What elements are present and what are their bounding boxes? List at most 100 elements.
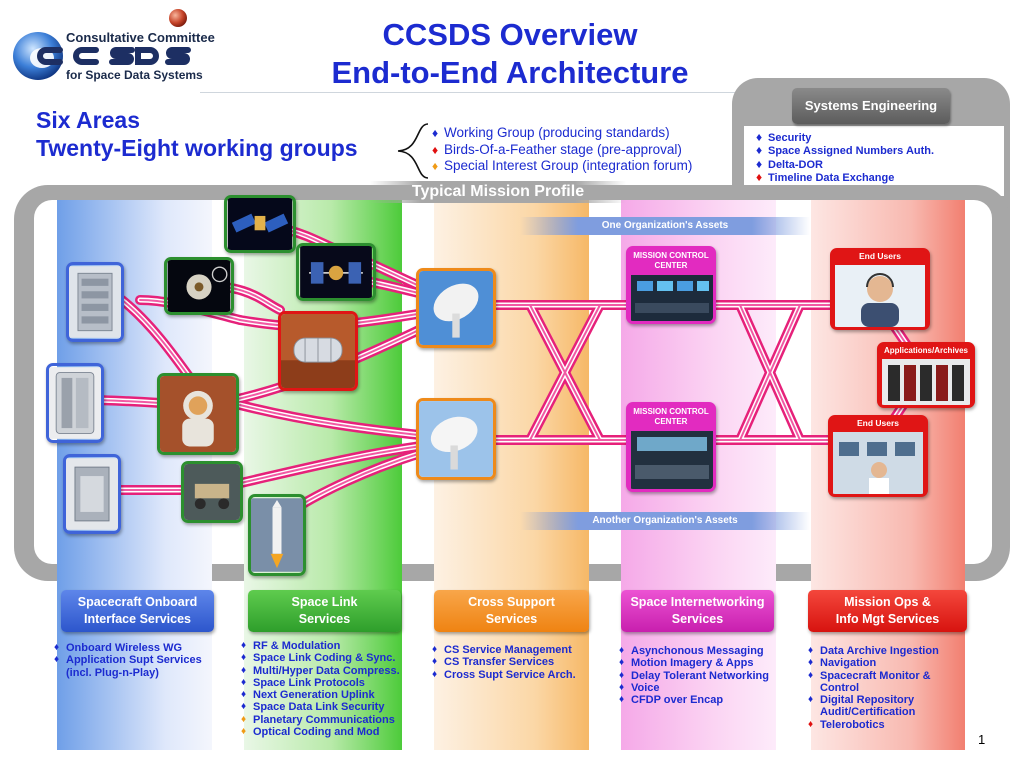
- working-group-item: ♦Data Archive Ingestion: [808, 645, 939, 657]
- area-button-space-link[interactable]: Space Link Services: [248, 590, 401, 632]
- astronaut-image: [157, 373, 239, 455]
- working-group-item: ♦ Navigation: [808, 657, 939, 669]
- diamond-bullet-icon: ♦: [619, 669, 625, 681]
- summary-line-1: Six Areas: [36, 107, 140, 133]
- legend-text: Special Interest Group (integration foru…: [444, 158, 693, 173]
- avionics-box-icon: [66, 458, 118, 530]
- working-group-item: ♦Motion Imagery & Apps: [619, 657, 769, 669]
- systems-engineering-list-background: [744, 126, 1004, 196]
- astronaut-icon: [160, 376, 236, 452]
- working-group-item: ♦Planetary Communications: [241, 714, 400, 726]
- lander-icon: [167, 260, 231, 312]
- working-group-item: ♦ Cross Supt Service Arch.: [432, 669, 576, 681]
- onboard-hardware-image-2: [46, 363, 104, 443]
- page-title: CCSDS Overview End-to-End Architecture: [280, 16, 740, 92]
- systems-engineering-item-text: Delta-DOR: [768, 158, 824, 171]
- working-group-text: Delay Tolerant Networking: [631, 669, 769, 682]
- diamond-bullet-icon: ♦: [241, 676, 247, 688]
- working-groups-list-space-link: ♦ RF & Modulation ♦ Space Link Coding & Syn…: [241, 640, 400, 738]
- working-group-item: ♦Digital Repository: [808, 694, 939, 706]
- satellite-icon: [227, 198, 293, 250]
- area-button-spacecraft-onboard[interactable]: Spacecraft Onboard Interface Services: [61, 590, 214, 632]
- working-group-text: CFDP over Encap: [631, 694, 724, 707]
- working-group-item: ♦ Space Link Protocols: [241, 677, 400, 689]
- working-group-item: ♦Telerobotics: [808, 719, 939, 731]
- avionics-box-icon: [69, 266, 121, 338]
- working-groups-list-mission-ops: ♦Data Archive Ingestion♦Navigation♦Space…: [808, 645, 939, 731]
- habitat-icon: [281, 314, 355, 388]
- working-group-item: Control: [808, 682, 939, 694]
- systems-engineering-item-text: Space Assigned Numbers Auth.: [768, 145, 935, 158]
- mission-profile-title: Typical Mission Profile: [370, 181, 626, 203]
- working-group-text: Asynchonous Messaging: [631, 645, 764, 657]
- legend-brace-icon: [397, 123, 429, 179]
- working-group-text: Space Link Protocols: [253, 676, 365, 689]
- working-group-text: (incl. Plug-n-Play): [66, 666, 159, 679]
- working-group-text: Data Archive Ingestion: [820, 645, 939, 657]
- person-with-headset-icon: [835, 265, 925, 327]
- diamond-bullet-icon: ♦: [756, 170, 763, 185]
- onboard-hardware-image-1: [66, 262, 124, 342]
- working-group-item: ♦Optical Coding and Mod: [241, 726, 400, 738]
- rover-icon: [184, 464, 240, 520]
- working-groups-list-cross-support: ♦CS Service Management♦CS Transfer Servi…: [432, 644, 576, 681]
- mcc-label-2: MISSION CONTROL CENTER: [633, 407, 709, 426]
- working-group-text: Spacecraft Monitor &: [820, 669, 931, 682]
- area-button-mission-ops[interactable]: Mission Ops & Info Mgt Services: [808, 590, 967, 632]
- systems-engineering-item-text: Security: [768, 132, 812, 144]
- systems-engineering-item: ♦ Space Assigned Numbers Auth.: [756, 144, 934, 157]
- working-groups-list-internetworking: ♦ Asynchonous Messaging♦Motion Imagery & …: [619, 645, 769, 706]
- diamond-bullet-icon: ♦: [619, 694, 625, 706]
- diamond-bullet-icon: ♦: [54, 642, 60, 653]
- diamond-bullet-icon: ♦: [808, 657, 814, 669]
- satellite-dish-icon: [419, 271, 493, 345]
- mcc-label-1: MISSION CONTROL CENTER: [633, 251, 709, 270]
- ground-antenna-image-2: [416, 398, 496, 480]
- working-group-item: ♦Space Data Link Security: [241, 701, 400, 713]
- systems-engineering-button[interactable]: Systems Engineering: [792, 88, 950, 124]
- area-label-line-2: Services: [298, 612, 351, 626]
- area-label-line-1: Cross Support: [468, 595, 555, 609]
- legend-item: ♦Special Interest Group (integration for…: [432, 158, 692, 175]
- working-group-item: ♦Application Supt Services: [54, 654, 202, 666]
- diamond-bullet-icon: ♦: [756, 130, 763, 144]
- working-group-item: (incl. Plug-n-Play): [54, 667, 202, 679]
- legend-text: Birds-Of-a-Feather stage (pre-approval): [444, 141, 682, 157]
- working-group-text: Application Supt Services: [66, 654, 202, 667]
- control-room-icon: [631, 431, 713, 489]
- diamond-bullet-icon: ♦: [619, 681, 625, 693]
- title-line-1: CCSDS Overview: [382, 17, 638, 52]
- systems-engineering-item-text: Timeline Data Exchange: [768, 172, 895, 185]
- applications-archives-label: Applications/Archives: [883, 346, 969, 355]
- area-button-cross-support[interactable]: Cross Support Services: [434, 590, 589, 632]
- diamond-bullet-icon: ♦: [808, 718, 814, 730]
- working-group-item: ♦ Delay Tolerant Networking: [619, 670, 769, 682]
- area-label-line-2: Services: [671, 612, 724, 626]
- working-group-text: Optical Coding and Mod: [253, 726, 380, 739]
- diamond-bullet-icon: ♦: [241, 701, 247, 713]
- working-group-text: CS Transfer Services: [444, 656, 555, 669]
- working-group-text: Digital Repository: [820, 694, 915, 707]
- working-group-text: Onboard Wireless WG: [66, 642, 183, 654]
- working-group-text: RF & Modulation: [253, 640, 341, 652]
- logo-line-1: Consultative Committee: [66, 30, 215, 45]
- area-label-line-1: Space Link: [291, 595, 358, 609]
- server-rack-icon: [882, 359, 970, 405]
- area-button-space-internetworking[interactable]: Space Internetworking Services: [621, 590, 774, 632]
- satellite-icon: [300, 246, 372, 298]
- working-group-text: Cross Supt Service Arch.: [444, 668, 576, 681]
- diamond-bullet-icon: ♦: [432, 668, 438, 680]
- diamond-bullet-icon: ♦: [756, 143, 763, 158]
- working-group-item: ♦Next Generation Uplink: [241, 689, 400, 701]
- avionics-box-icon: [49, 367, 101, 439]
- org-assets-bar-2: Another Organization's Assets: [520, 512, 810, 530]
- working-group-text: Navigation: [820, 657, 877, 670]
- working-group-text: Space Link Coding & Sync.: [253, 652, 396, 665]
- summary-line-2: Twenty-Eight working groups: [36, 135, 358, 161]
- header-rule: [200, 92, 740, 93]
- area-label-line-1: Space Internetworking: [630, 595, 765, 609]
- rocket-icon: [251, 498, 303, 572]
- page-number: 1: [978, 732, 986, 747]
- working-group-item: ♦ CFDP over Encap: [619, 694, 769, 706]
- diamond-bullet-icon: ♦: [241, 689, 247, 701]
